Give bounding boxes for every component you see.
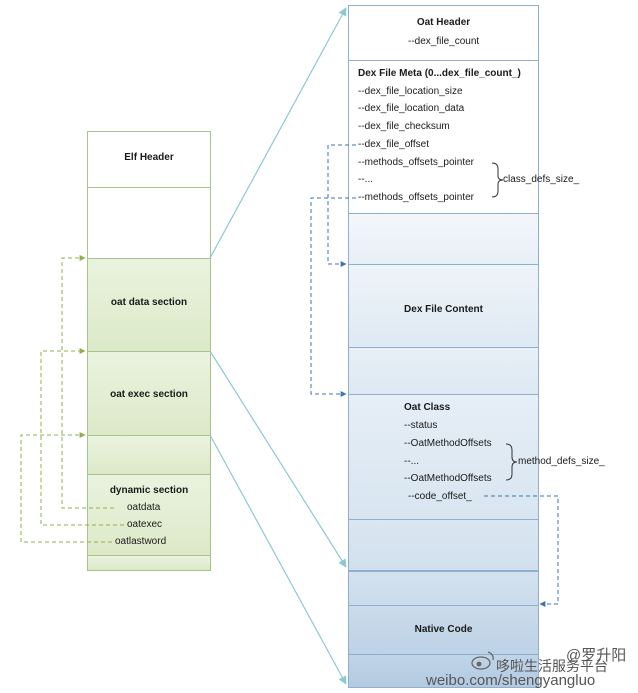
class-defs-brace xyxy=(491,162,504,198)
elf-header-label: Elf Header xyxy=(124,152,174,163)
oat-class-title: Oat Class xyxy=(404,402,451,413)
dex-meta-gap-block xyxy=(349,214,538,265)
native-code-label: Native Code xyxy=(414,624,473,635)
method-defs-size-label: method_defs_size_ xyxy=(518,456,605,467)
weibo-logo-icon xyxy=(471,651,494,670)
dex-file-meta-title: Dex File Meta (0...dex_file_count_) xyxy=(358,68,521,79)
native-code-top-block xyxy=(349,572,538,606)
dynamic-section-label: dynamic section xyxy=(109,485,189,496)
oat-class-field: --OatMethodOffsets xyxy=(404,438,492,449)
oat-class-field: --code_offset_ xyxy=(408,491,472,502)
native-code-tail-block xyxy=(349,655,538,687)
connector-data-end-to-oat xyxy=(209,434,347,685)
oat-data-section-label: oat data section xyxy=(110,297,188,308)
oat-class-field: --OatMethodOffsets xyxy=(404,473,492,484)
elf-tail-block xyxy=(88,556,210,570)
watermark-url: weibo.com/shengyangluo xyxy=(426,672,596,689)
methods-offsets-pointer-arrow xyxy=(310,197,356,397)
dex-file-meta-block xyxy=(349,61,538,214)
dex-meta-field: --dex_file_location_data xyxy=(358,103,465,114)
dex-meta-field: --dex_file_checksum xyxy=(358,121,450,132)
method-defs-brace xyxy=(505,443,518,481)
elf-empty-block xyxy=(88,188,210,259)
connector-exec-to-native xyxy=(209,350,347,568)
dex-meta-field: --... xyxy=(358,174,373,185)
oat-column xyxy=(348,5,539,688)
oatlastword-arrow xyxy=(20,432,112,543)
elf-header-block xyxy=(88,132,210,188)
oat-exec-section-label: oat exec section xyxy=(110,389,188,400)
oat-class-field: --status xyxy=(404,420,438,431)
dex-file-content-label: Dex File Content xyxy=(404,304,483,315)
watermark-handle: @罗升阳 xyxy=(566,647,627,664)
symbol-oatlastword: oatlastword xyxy=(115,536,167,547)
dex-meta-field: --dex_file_location_size xyxy=(358,86,463,97)
symbol-oatexec: oatexec xyxy=(127,519,163,530)
dex-meta-field: --dex_file_offset xyxy=(358,139,429,150)
oat-header-title: Oat Header xyxy=(416,17,471,28)
oat-header-block xyxy=(349,6,538,61)
code-offset-arrow xyxy=(484,495,559,607)
oat-class-field: --... xyxy=(404,456,419,467)
oat-exec-section-block xyxy=(88,352,210,436)
oat-class-block xyxy=(349,395,538,520)
oatexec-arrow xyxy=(40,348,124,526)
oat-data-section-block xyxy=(88,259,210,352)
class-defs-size-label: class_defs_size_ xyxy=(503,174,580,185)
dex-file-content-block xyxy=(349,265,538,348)
watermark-brand: 哆啦生活服务平台 xyxy=(496,658,608,674)
dex-meta-field: --methods_offsets_pointer xyxy=(358,192,474,203)
elf-gap-block xyxy=(88,436,210,475)
dex-content-gap-block xyxy=(349,348,538,395)
oatdata-arrow xyxy=(61,255,114,509)
dex-meta-field: --methods_offsets_pointer xyxy=(358,157,474,168)
connector-data-to-oat-top xyxy=(209,7,347,259)
dex-file-offset-arrow xyxy=(327,144,356,267)
native-code-block xyxy=(349,606,538,655)
oat-header-field: --dex_file_count xyxy=(408,36,480,47)
oat-class-gap-block xyxy=(349,520,538,572)
symbol-oatdata: oatdata xyxy=(127,502,161,513)
